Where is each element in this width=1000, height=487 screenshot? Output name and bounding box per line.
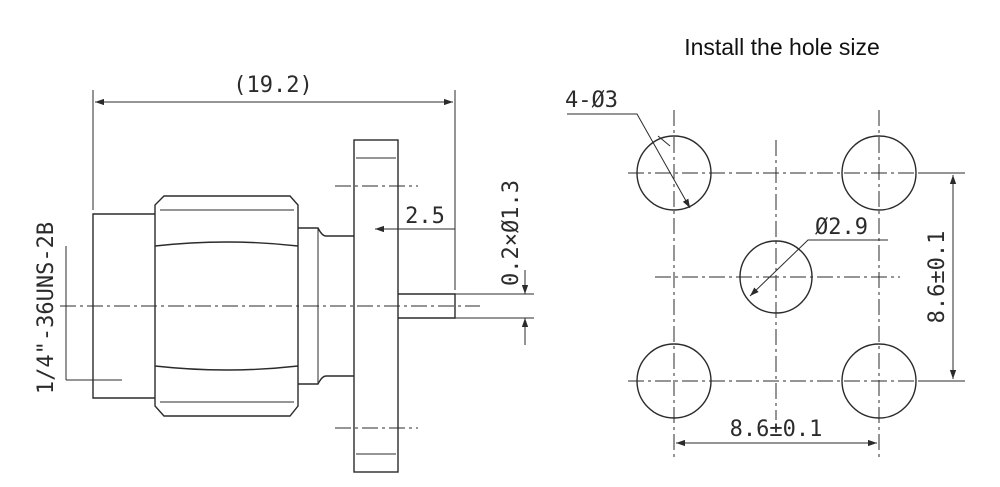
vertical-spacing-label: 8.6±0.1 xyxy=(925,231,950,324)
center-pin xyxy=(398,293,456,319)
center-hole-label: Ø2.9 xyxy=(815,215,868,240)
hole-pattern-view: Install the hole size 4-Ø3 Ø2.9 xyxy=(565,34,965,458)
hex-nut xyxy=(154,195,299,417)
mount-hole-top-left xyxy=(636,135,712,211)
thread-label: 1/4"-36UNS-2B xyxy=(34,222,59,394)
flange-offset-dimension: 2.5 xyxy=(375,204,455,233)
thread-callout: 1/4"-36UNS-2B xyxy=(34,222,122,394)
horizontal-spacing-label: 8.6±0.1 xyxy=(730,417,823,442)
side-view: (19.2) 2.5 1/4"-36UNS-2B 0.2×Ø1.3 xyxy=(34,73,534,473)
mount-hole-bottom-left xyxy=(636,343,712,419)
mount-hole-top-right xyxy=(841,135,917,211)
center-hole xyxy=(739,240,813,314)
center-hole-callout: Ø2.9 xyxy=(749,215,888,297)
overall-length-label: (19.2) xyxy=(233,73,312,98)
pin-dimension: 0.2×Ø1.3 xyxy=(455,180,534,345)
flange-offset-label: 2.5 xyxy=(405,204,445,229)
pin-label: 0.2×Ø1.3 xyxy=(499,180,524,286)
section-title: Install the hole size xyxy=(684,34,880,60)
vertical-spacing-dimension: 8.6±0.1 xyxy=(918,172,965,382)
mount-holes-callout: 4-Ø3 xyxy=(565,88,691,209)
mount-holes-label: 4-Ø3 xyxy=(565,88,618,113)
mount-hole-bottom-right xyxy=(841,343,917,419)
horizontal-spacing-dimension: 8.6±0.1 xyxy=(676,417,877,447)
overall-length-dimension: (19.2) xyxy=(92,73,456,290)
